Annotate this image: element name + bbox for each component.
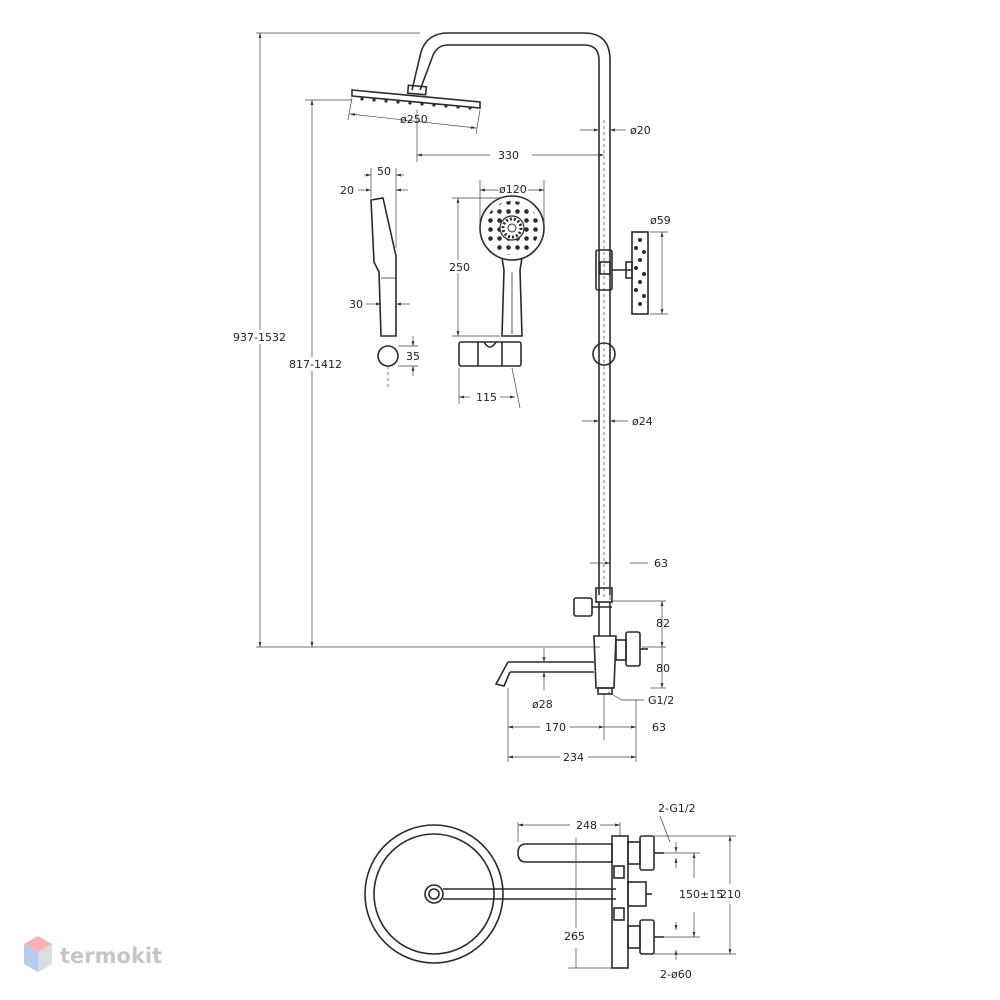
head-height-dimension: 817-1412 bbox=[286, 99, 352, 647]
slider-diameter-dimension: ø59 bbox=[650, 214, 671, 315]
mixer-dimensions: 63 82 80 G1/2 ø28 170 63 234 bbox=[507, 557, 674, 764]
plan-view bbox=[364, 824, 664, 969]
rain-shower-head bbox=[351, 84, 481, 110]
plan-width-label: 248 bbox=[576, 819, 597, 832]
total-height-dimension: 937-1532 bbox=[230, 32, 420, 647]
spout-reach-label: 170 bbox=[545, 721, 566, 734]
spout-diameter-label: ø28 bbox=[532, 698, 553, 711]
head-diameter-label: ø250 bbox=[400, 113, 428, 126]
plan-height-label: 210 bbox=[720, 888, 741, 901]
riser-top-diameter-label: ø20 bbox=[630, 124, 651, 137]
arm-reach-dimension: 330 bbox=[416, 110, 604, 162]
hand-length-label: 250 bbox=[449, 261, 470, 274]
inlet-thread-label: G1/2 bbox=[648, 694, 674, 707]
holder-width-label: 115 bbox=[476, 391, 497, 404]
holder-depth-label: 35 bbox=[406, 350, 420, 363]
slider-bracket bbox=[592, 231, 649, 366]
riser-top-diameter-dimension: ø20 bbox=[580, 124, 651, 137]
hand-edge-label: 20 bbox=[340, 184, 354, 197]
spout-offset-label: 63 bbox=[652, 721, 666, 734]
head-diameter-dimension: ø250 bbox=[347, 97, 481, 135]
head-height-label: 817-1412 bbox=[289, 358, 342, 371]
watermark-text: termokit bbox=[60, 944, 162, 968]
plan-depth-label: 265 bbox=[564, 930, 585, 943]
hand-front-dimensions: ø120 250 115 bbox=[446, 180, 545, 409]
bath-spout bbox=[494, 661, 594, 687]
arm-reach-label: 330 bbox=[498, 149, 519, 162]
hand-shower-side-view bbox=[370, 197, 399, 388]
mixer-lower-label: 80 bbox=[656, 662, 670, 675]
termokit-logo-icon bbox=[24, 936, 52, 972]
hand-side-dimensions: 50 20 30 35 bbox=[340, 165, 420, 376]
plan-inlets-label: 2-G1/2 bbox=[658, 802, 696, 815]
riser-diameter-dimension: ø24 bbox=[582, 415, 653, 428]
mixer-upper-label: 82 bbox=[656, 617, 670, 630]
total-height-label: 937-1532 bbox=[233, 331, 286, 344]
overall-depth-label: 234 bbox=[563, 751, 584, 764]
mixer-body bbox=[573, 587, 648, 695]
riser-assembly bbox=[411, 32, 611, 600]
slider-diameter-label: ø59 bbox=[650, 214, 671, 227]
hand-grip-label: 30 bbox=[349, 298, 363, 311]
mixer-offset-label: 63 bbox=[654, 557, 668, 570]
hand-shower-front-view bbox=[458, 195, 545, 367]
termokit-watermark: termokit bbox=[24, 936, 162, 972]
inlet-centers-label: 150±15 bbox=[679, 888, 723, 901]
plan-flanges-label: 2-ø60 bbox=[660, 968, 692, 981]
hand-head-diameter-label: ø120 bbox=[499, 183, 527, 196]
riser-diameter-label: ø24 bbox=[632, 415, 653, 428]
plan-dimensions: 248 2-G1/2 150±15 210 265 2-ø60 bbox=[517, 802, 741, 981]
hand-width-label: 50 bbox=[377, 165, 391, 178]
